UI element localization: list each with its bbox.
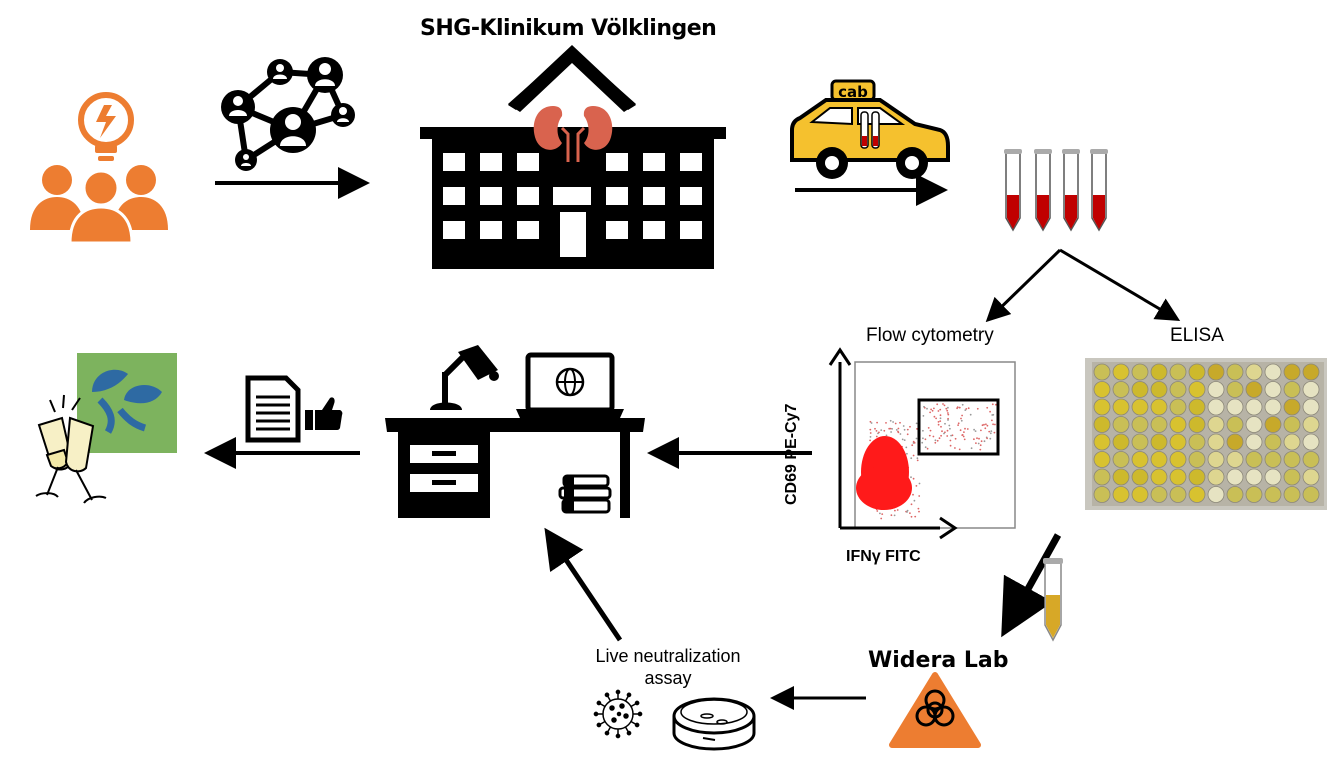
books-icon — [558, 474, 612, 514]
desk-icon — [385, 418, 645, 518]
serum-tube-icon — [1043, 558, 1063, 642]
champagne-icon — [35, 394, 107, 504]
diagram-title: SHG-Klinikum Völklingen — [420, 16, 717, 41]
network-icon — [221, 57, 355, 171]
split-arrows — [985, 248, 1181, 323]
hospital-icon — [420, 45, 726, 269]
elisa-plate-image — [1085, 358, 1327, 510]
blood-tubes-icon — [1004, 149, 1108, 232]
arrow-elisa-to-lab — [1001, 533, 1062, 638]
document-icon — [245, 375, 301, 443]
flow-cytometry-label: Flow cytometry — [866, 325, 994, 346]
plot-y-axis-label: CD69 PE-Cy7 — [783, 403, 800, 505]
lamp-icon — [430, 345, 499, 410]
thumbs-up-icon — [305, 397, 343, 430]
biohazard-icon — [889, 672, 981, 748]
petri-dish-icon — [672, 697, 756, 751]
taxi-sign: cab — [838, 83, 868, 101]
journal-logo-icon — [77, 353, 177, 453]
virus-icon — [593, 689, 643, 739]
elisa-label: ELISA — [1170, 325, 1224, 346]
kidney-icon — [533, 106, 613, 162]
people-idea-icon — [30, 92, 168, 245]
arrow-assay-to-desk — [544, 527, 623, 642]
plot-x-axis-label: IFNγ FITC — [846, 548, 921, 565]
laptop-icon — [516, 352, 624, 418]
taxi-icon — [790, 79, 950, 179]
widera-lab-label: Widera Lab — [868, 648, 1009, 673]
live-neutralization-label: Live neutralization assay — [595, 646, 741, 688]
flow-cytometry-plot — [828, 347, 1016, 540]
